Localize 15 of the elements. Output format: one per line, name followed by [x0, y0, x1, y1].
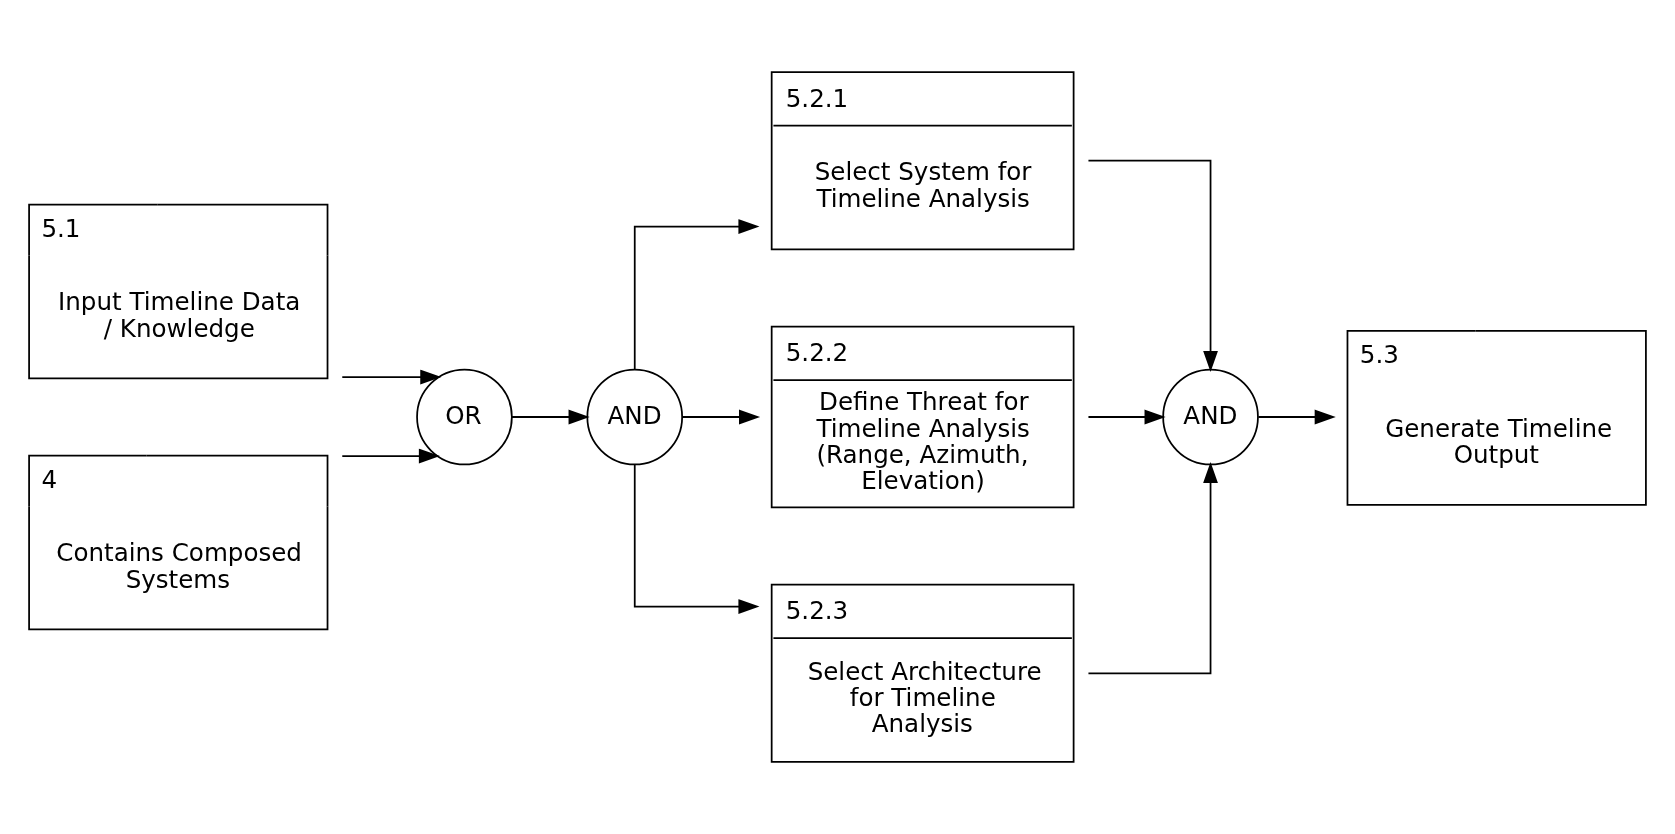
node-text: 5.3 Generate Timeline Output [1359, 339, 1613, 469]
arrow [1087, 461, 1218, 675]
node-circle: AND [586, 368, 683, 466]
arrow [633, 219, 760, 371]
arrow [1087, 409, 1166, 425]
arrow [341, 448, 440, 464]
arrow [681, 409, 761, 425]
arrow [1087, 159, 1218, 373]
arrow [341, 369, 442, 385]
arrow [633, 463, 760, 614]
node-text: 5.1 Input Timeline Data / Knowledge [41, 213, 301, 343]
arrow [511, 409, 590, 425]
node-text: 4 Contains Composed Systems [41, 464, 302, 594]
arrow [1257, 409, 1336, 425]
node-circle: AND [1162, 368, 1259, 466]
